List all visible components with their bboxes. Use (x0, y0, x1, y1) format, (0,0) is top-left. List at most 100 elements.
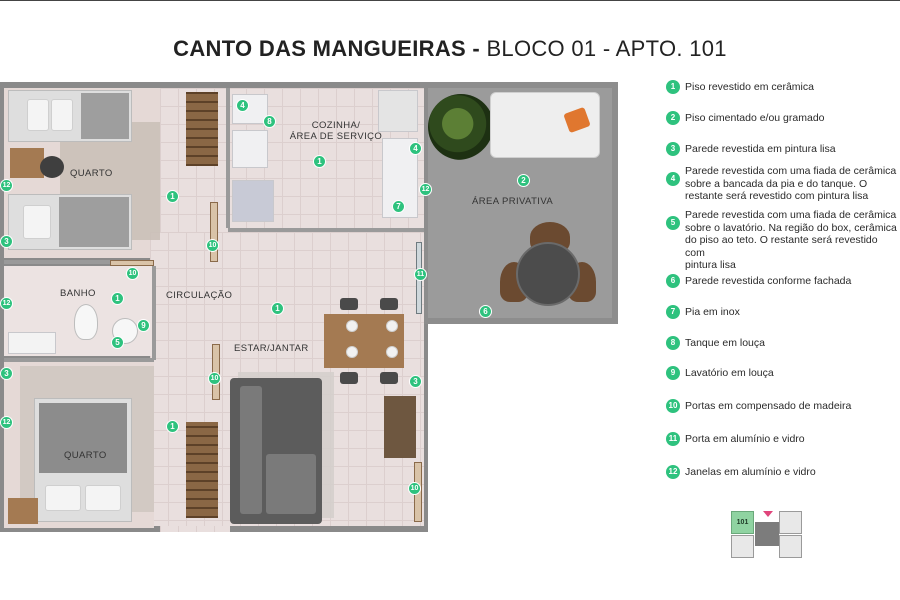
sofa-seat (240, 386, 262, 514)
pillow (51, 99, 73, 131)
pillow (45, 485, 81, 511)
legend-text: Porta em alumínio e vidro (685, 433, 805, 445)
pillow (27, 99, 49, 131)
stove (378, 90, 418, 132)
legend-text: Parede revestida com uma fiada de cerâmi… (685, 165, 897, 202)
room-label-circulacao: CIRCULAÇÃO (166, 290, 233, 301)
key-plan-unit (779, 535, 802, 558)
plate (386, 346, 398, 358)
dining-chair (340, 298, 358, 310)
door (110, 260, 154, 266)
marker-1: 1 (271, 302, 284, 315)
laundry-sink (232, 180, 274, 222)
key-plan: 101 (731, 510, 803, 558)
dining-chair (380, 298, 398, 310)
legend-number: 7 (666, 305, 680, 319)
legend-text: Tanque em louça (685, 337, 765, 349)
legend-number: 10 (666, 399, 680, 413)
wall (4, 260, 154, 264)
room-label-cozinha: COZINHA/ ÁREA DE SERVIÇO (289, 120, 383, 142)
legend-text: Parede revestida com uma fiada de cerâmi… (685, 209, 897, 271)
fridge (232, 130, 268, 168)
pillow (23, 205, 51, 239)
wall (4, 358, 154, 362)
shower-box (8, 332, 56, 354)
bed (34, 398, 132, 522)
plate (346, 320, 358, 332)
plate (346, 346, 358, 358)
marker-10: 10 (408, 482, 421, 495)
top-rule (0, 0, 900, 1)
legend-number: 3 (666, 142, 680, 156)
door (210, 202, 218, 262)
marker-7: 7 (392, 200, 405, 213)
marker-4: 4 (236, 99, 249, 112)
nightstand (8, 498, 38, 524)
room-label-area-privativa: ÁREA PRIVATIVA (472, 196, 554, 207)
wardrobe (186, 422, 218, 518)
marker-8: 8 (263, 115, 276, 128)
marker-9: 9 (137, 319, 150, 332)
desk-chair (40, 156, 64, 178)
bed (8, 194, 132, 250)
wall (152, 266, 156, 360)
marker-10: 10 (208, 372, 221, 385)
marker-2: 2 (517, 174, 530, 187)
marker-10: 10 (206, 239, 219, 252)
marker-12: 12 (419, 183, 432, 196)
key-plan-unit (731, 535, 754, 558)
legend-text: Parede revestida conforme fachada (685, 275, 852, 287)
marker-1: 1 (111, 292, 124, 305)
legend-text: Piso cimentado e/ou gramado (685, 112, 825, 124)
legend-text: Parede revestida em pintura lisa (685, 143, 836, 155)
legend-number: 8 (666, 336, 680, 350)
blanket (59, 197, 129, 247)
key-plan-core (755, 522, 779, 546)
desk (10, 148, 44, 178)
legend-number: 6 (666, 274, 680, 288)
legend-number: 4 (666, 172, 680, 186)
room-label-quarto-1: QUARTO (70, 168, 113, 179)
legend-number: 5 (666, 216, 680, 230)
legend-text: Lavatório em louça (685, 367, 774, 379)
marker-1: 1 (313, 155, 326, 168)
marker-5: 5 (111, 336, 124, 349)
room-label-quarto-2: QUARTO (64, 450, 107, 461)
key-plan-unit-active: 101 (731, 511, 754, 534)
marker-12: 12 (0, 297, 13, 310)
page-title: CANTO DAS MANGUEIRAS - BLOCO 01 - APTO. … (0, 36, 900, 62)
title-project: CANTO DAS MANGUEIRAS - (173, 36, 481, 61)
sofa (230, 378, 322, 524)
marker-6: 6 (479, 305, 492, 318)
plant (428, 94, 494, 160)
marker-12: 12 (0, 179, 13, 192)
legend-number: 11 (666, 432, 680, 446)
plate (386, 320, 398, 332)
marker-11: 11 (414, 268, 427, 281)
marker-4: 4 (409, 142, 422, 155)
blanket (81, 93, 129, 139)
legend-text: Portas em compensado de madeira (685, 400, 852, 412)
marker-1: 1 (166, 420, 179, 433)
wall (228, 228, 424, 232)
blanket (39, 403, 127, 473)
marker-1: 1 (166, 190, 179, 203)
tv-stand (384, 396, 416, 458)
legend-number: 12 (666, 465, 680, 479)
marker-3: 3 (0, 235, 13, 248)
legend-text: Piso revestido em cerâmica (685, 81, 814, 93)
marker-3: 3 (409, 375, 422, 388)
key-plan-unit (779, 511, 802, 534)
dining-chair (340, 372, 358, 384)
sofa-seat (266, 454, 316, 514)
dining-chair (380, 372, 398, 384)
room-label-banho: BANHO (60, 288, 96, 299)
bed (8, 90, 132, 142)
marker-10: 10 (126, 267, 139, 280)
marker-3: 3 (0, 367, 13, 380)
floor-plan: QUARTO COZINHA/ ÁREA DE SERVIÇO ÁREA PRI… (0, 82, 620, 534)
legend-text: Janelas em alumínio e vidro (685, 466, 816, 478)
pillow (85, 485, 121, 511)
legend-number: 9 (666, 366, 680, 380)
wall (226, 88, 230, 228)
